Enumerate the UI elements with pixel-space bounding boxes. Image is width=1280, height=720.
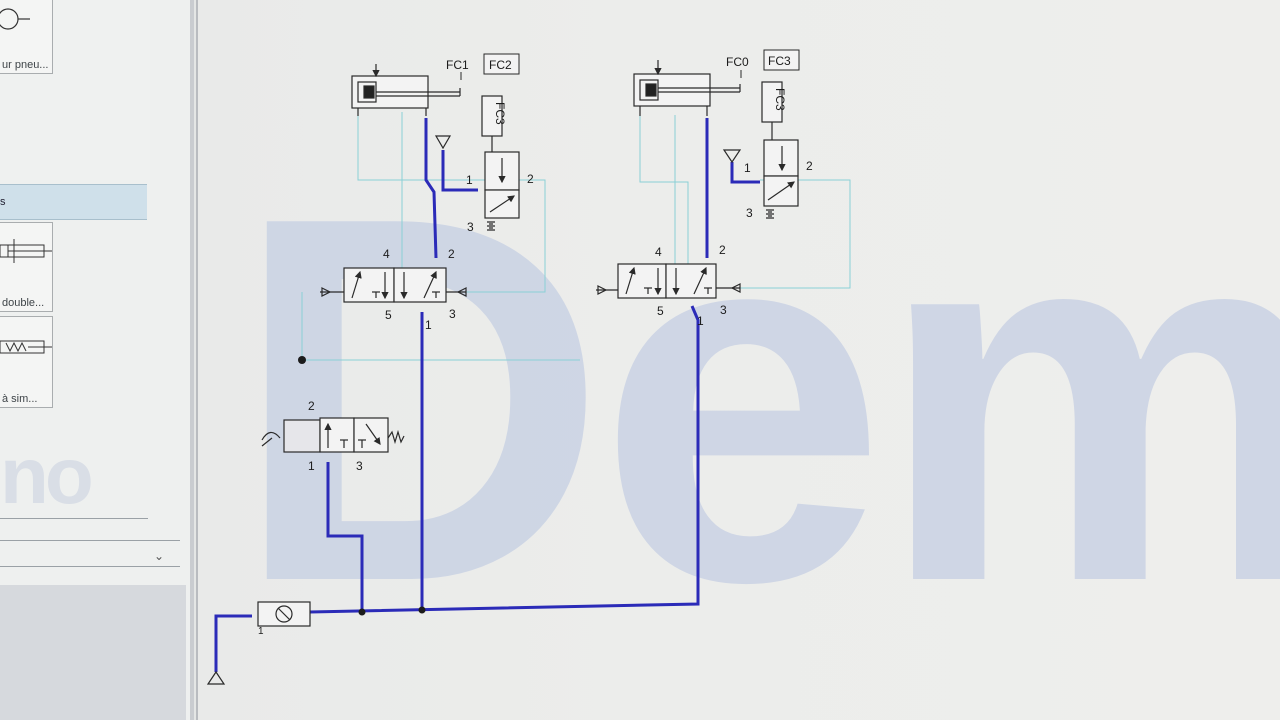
pressure-lines: [214, 118, 760, 672]
double-acting-cylinder-left[interactable]: [351, 64, 461, 116]
sensor-label-fc2: FC2: [489, 58, 512, 72]
double-cylinder-icon: [0, 239, 52, 263]
exhaust-icon: [434, 135, 452, 150]
section-header-label: s: [0, 196, 6, 208]
valve-5-2-left[interactable]: [320, 267, 467, 303]
sensor-label-fc3: FC3: [768, 54, 791, 68]
port-label: 3: [449, 307, 456, 321]
port-label: 3: [720, 303, 727, 317]
panel-divider: [0, 518, 148, 519]
sensor-tag-fc3: [763, 49, 800, 71]
port-label: 5: [657, 304, 664, 318]
port-label: 3: [356, 459, 363, 473]
library-tile-double-acting-cylinder[interactable]: double...: [0, 222, 53, 312]
port-label: 1: [308, 459, 315, 473]
port-label: 1: [744, 161, 751, 175]
motor-symbol-icon: [0, 8, 30, 30]
manual-start-valve[interactable]: [261, 417, 405, 453]
panel-divider: [0, 566, 180, 567]
port-label: 5: [385, 308, 392, 322]
port-label: 2: [448, 247, 455, 261]
tile-label: double...: [2, 297, 45, 309]
port-label: 2: [308, 399, 315, 413]
double-acting-cylinder-right[interactable]: [633, 60, 741, 116]
port-label: 1: [425, 318, 432, 332]
roller-valve-fc3-left[interactable]: [481, 95, 520, 231]
tile-label: ur pneu...: [2, 59, 49, 71]
demo-watermark: Dem: [232, 109, 1280, 690]
port-label: 4: [655, 245, 662, 259]
sensor-label-fc1: FC1: [446, 58, 469, 72]
single-cylinder-icon: [0, 340, 52, 354]
panel-watermark-fragment: no: [0, 431, 94, 520]
port-label: 3: [746, 206, 753, 220]
junction-dots: [298, 356, 426, 616]
port-label: 2: [719, 243, 726, 257]
port-label: 2: [527, 172, 534, 186]
sensor-label-fc0: FC0: [726, 55, 749, 69]
port-label: 2: [806, 159, 813, 173]
library-section-header[interactable]: s: [0, 184, 147, 220]
roller-valve-fc3-right[interactable]: [761, 81, 799, 219]
library-tile-motor[interactable]: ur pneu...: [0, 0, 53, 74]
properties-area: [0, 585, 186, 720]
air-service-unit[interactable]: [206, 601, 311, 685]
port-label: 1: [697, 314, 704, 328]
component-library-panel: ur pneu... s double... à sim... no ⌄: [0, 0, 194, 720]
valve-5-2-right[interactable]: [596, 263, 741, 299]
port-label: 1: [466, 173, 473, 187]
library-tile-single-acting-cylinder[interactable]: à sim...: [0, 316, 53, 408]
library-top-section: ur pneu...: [0, 0, 150, 180]
valve-label-fc3: FC3: [493, 102, 507, 125]
sensor-tag-fc2: [483, 53, 520, 75]
port-label: 4: [383, 247, 390, 261]
port-label: 1: [258, 626, 264, 637]
chevron-down-icon[interactable]: ⌄: [153, 549, 165, 563]
exhaust-icon: [722, 149, 742, 164]
panel-divider: [0, 540, 180, 541]
valve-label-fc3: FC3: [773, 88, 787, 111]
port-label: 3: [467, 220, 474, 234]
tile-label: à sim...: [2, 393, 38, 405]
